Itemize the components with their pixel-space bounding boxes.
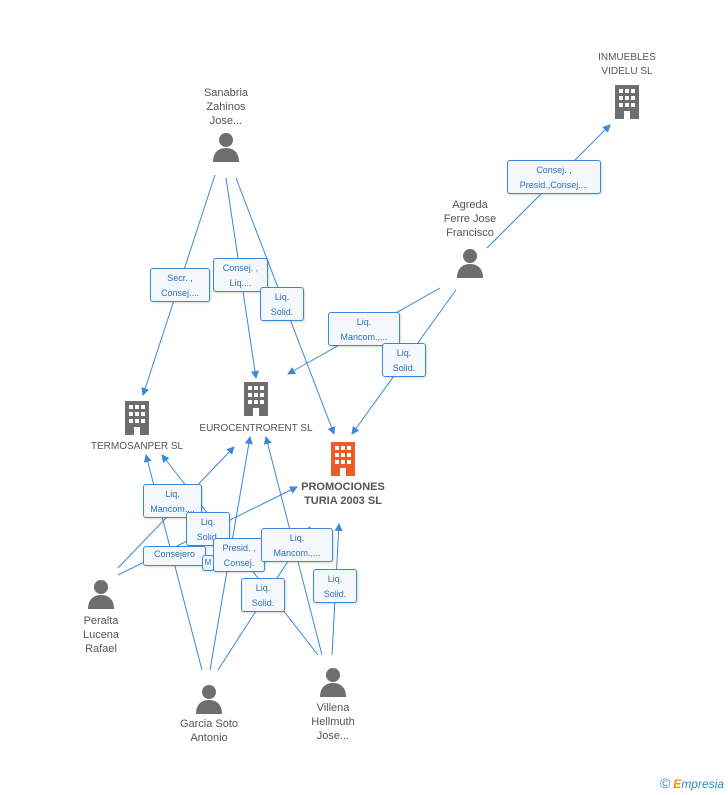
company-name: INMUEBLES VIDELU SL [598, 52, 656, 77]
company-termosanper[interactable]: TERMOSANPER SL [82, 401, 192, 454]
relation-label[interactable]: Consejero [143, 546, 206, 566]
person-icon [213, 133, 239, 162]
building-icon [615, 85, 639, 119]
person-name: Peralta Lucena Rafael [82, 615, 120, 655]
relation-label[interactable]: Consej. , Presid.,Consej.... [507, 160, 601, 194]
person-icon [196, 685, 222, 714]
person-name: Agreda Ferre Jose Francisco [443, 199, 497, 239]
person-garcia[interactable]: Garcia Soto Antonio [166, 684, 252, 745]
company-name: PROMOCIONES TURIA 2003 SL [301, 481, 385, 507]
copyright-symbol: © [659, 775, 671, 791]
person-icon [320, 668, 346, 697]
relation-label[interactable]: Liq. Mancom.,... [261, 528, 333, 562]
relation-label[interactable]: Consej. , Liq.... [213, 258, 268, 292]
person-agreda[interactable]: Agreda Ferre Jose Francisco [430, 198, 510, 280]
company-eurocentrorent[interactable]: EUROCENTRORENT SL [193, 382, 319, 436]
person-peralta[interactable]: Peralta Lucena Rafael [61, 579, 141, 656]
relation-label[interactable]: Liq. Mancom.,... [328, 312, 400, 346]
relation-label[interactable]: Secr. , Consej.... [150, 268, 210, 302]
building-icon [244, 382, 268, 416]
building-icon [125, 401, 149, 435]
brand-name: mpresia [681, 777, 724, 791]
building-icon [331, 442, 355, 476]
person-name: Garcia Soto Antonio [179, 718, 239, 744]
relation-label[interactable]: Liq. Solid. [382, 343, 426, 377]
person-icon [457, 249, 483, 278]
person-sanabria[interactable]: Sanabria Zahinos Jose... [186, 86, 266, 164]
company-name: TERMOSANPER SL [90, 441, 184, 452]
person-villena[interactable]: Villena Hellmuth Jose... [293, 667, 373, 743]
person-name: Villena Hellmuth Jose... [311, 702, 355, 742]
relation-label[interactable]: Liq. Solid. [241, 578, 285, 612]
company-promociones-turia[interactable]: PROMOCIONES TURIA 2003 SL [288, 442, 398, 508]
company-name: EUROCENTRORENT SL [199, 423, 313, 434]
empresia-logo: ©Empresia [660, 775, 724, 791]
brand-initial: E [673, 777, 682, 791]
relation-label[interactable]: Liq. Solid. [260, 287, 304, 321]
company-inmuebles-videlu[interactable]: INMUEBLES VIDELU SL [587, 51, 667, 119]
person-name: Sanabria Zahinos Jose... [203, 87, 249, 127]
relation-label[interactable]: Presid. , Consej. [213, 538, 265, 572]
person-icon [88, 580, 114, 609]
relation-label[interactable]: Liq. Solid. [313, 569, 357, 603]
